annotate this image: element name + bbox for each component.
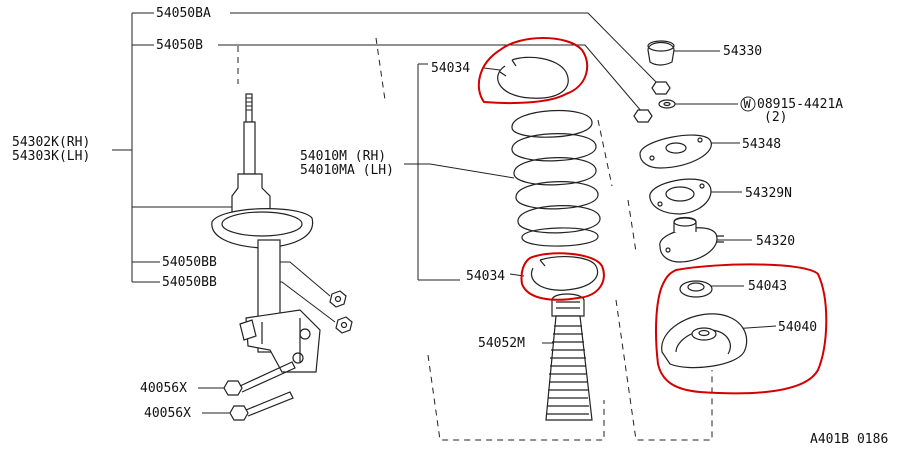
label-40056x-upper: 40056X xyxy=(140,381,187,396)
label-54040: 54040 xyxy=(778,320,817,335)
strut-assembly xyxy=(211,93,321,373)
label-54303k: 54303K(LH) xyxy=(12,149,90,164)
bolt-40056x-upper xyxy=(223,361,296,396)
upper-seat-54040 xyxy=(661,313,748,369)
nut-54050ba xyxy=(651,81,671,95)
mount-54320 xyxy=(659,216,724,263)
label-54052m: 54052M xyxy=(478,336,525,351)
label-40056x-lower: 40056X xyxy=(144,406,191,421)
label-54320: 54320 xyxy=(756,234,795,249)
label-54010m: 54010M (RH) xyxy=(300,149,386,164)
diagram-code: A401B 0186 xyxy=(810,432,888,447)
label-washer-qty: (2) xyxy=(764,110,787,125)
gasket-54329n xyxy=(649,178,712,215)
red-highlight-upper-seat xyxy=(477,37,589,105)
bearing-54043 xyxy=(679,280,713,298)
label-54043: 54043 xyxy=(748,279,787,294)
label-54050bb-lower: 54050BB xyxy=(162,275,217,290)
label-54329n: 54329N xyxy=(745,186,792,201)
label-08915: 08915-4421A xyxy=(757,97,843,112)
label-54034-lower: 54034 xyxy=(466,269,505,284)
red-highlight-lower-seat xyxy=(520,252,605,301)
label-54050bb-upper: 54050BB xyxy=(162,255,217,270)
label-54034-upper: 54034 xyxy=(431,61,470,76)
label-54010ma: 54010MA (LH) xyxy=(300,163,394,178)
label-54050b: 54050B xyxy=(156,38,203,53)
bump-cap-54330 xyxy=(647,40,675,66)
label-54330: 54330 xyxy=(723,44,762,59)
bolt-40056x-lower xyxy=(229,391,294,421)
washer-08915 xyxy=(658,99,676,109)
dashed-assembly-outlines xyxy=(237,37,713,441)
nut-54050b xyxy=(633,109,653,123)
nut-54050bb-upper xyxy=(329,290,347,308)
lower-spring-seat-54034 xyxy=(530,256,599,291)
insulator-54348 xyxy=(639,134,712,169)
label-54348: 54348 xyxy=(742,137,781,152)
label-54302k: 54302K(RH) xyxy=(12,135,90,150)
upper-spring-seat-54034 xyxy=(497,56,569,99)
dust-boot-54052m xyxy=(545,293,593,421)
red-highlight-mount-group xyxy=(655,263,828,395)
spring-bracket xyxy=(404,63,558,344)
coil-spring-54010m xyxy=(511,109,601,247)
washer-circle-mark xyxy=(740,96,756,112)
label-washer-circle: W xyxy=(744,97,752,111)
label-54050ba: 54050BA xyxy=(156,6,211,21)
nut-54050bb-lower xyxy=(335,316,353,334)
